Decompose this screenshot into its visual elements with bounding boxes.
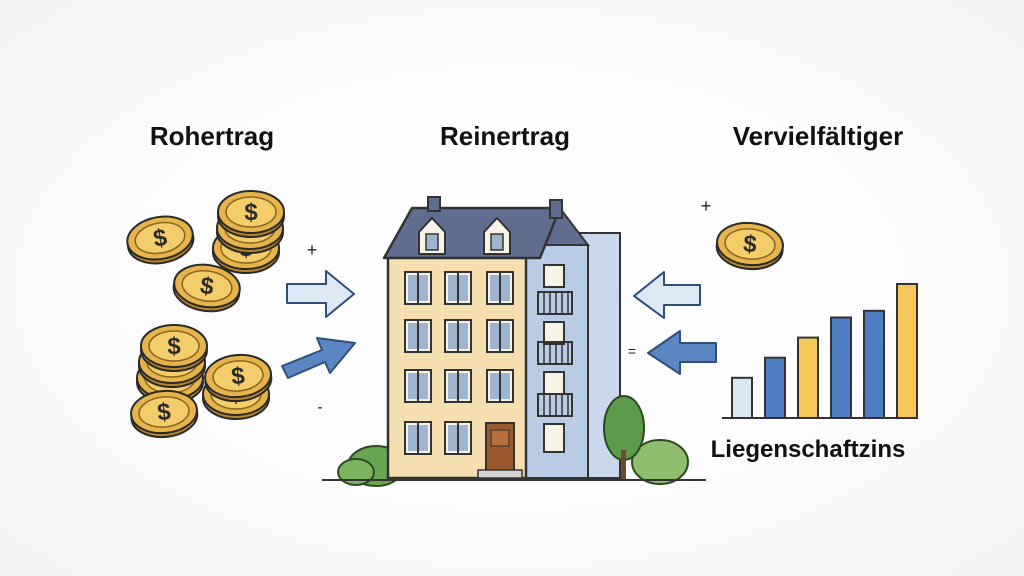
chart-bar — [731, 376, 753, 419]
chart-bar — [764, 356, 786, 420]
coins-group — [122, 190, 285, 441]
equals-symbol: = — [628, 343, 636, 359]
bar-chart — [731, 283, 918, 420]
plus-symbol: + — [307, 240, 318, 260]
coin-icon — [217, 190, 285, 238]
plus-symbol-right: + — [701, 196, 712, 216]
arrow-right-light-icon — [286, 270, 355, 318]
label-reinertrag: Reinertrag — [440, 121, 570, 151]
coin-icon — [122, 210, 198, 270]
coin-icon — [128, 387, 201, 441]
label-liegenschaftszins: Liegenschaftzins — [711, 436, 906, 463]
minus-symbol: - — [317, 399, 322, 416]
chart-bar — [896, 283, 918, 419]
coin-icon — [140, 324, 208, 372]
chart-bar — [830, 316, 852, 419]
arrow-right-dark-icon — [281, 337, 356, 379]
chart-bar — [797, 336, 819, 420]
chart-bar — [863, 309, 885, 419]
label-vervielfaeltiger: Vervielfältiger — [733, 121, 904, 151]
arrow-left-light-icon — [633, 271, 701, 319]
coin-icon-right — [713, 219, 786, 273]
label-rohertrag: Rohertrag — [150, 121, 274, 151]
arrow-left-dark-icon — [647, 330, 717, 375]
building-illustration — [322, 196, 706, 487]
